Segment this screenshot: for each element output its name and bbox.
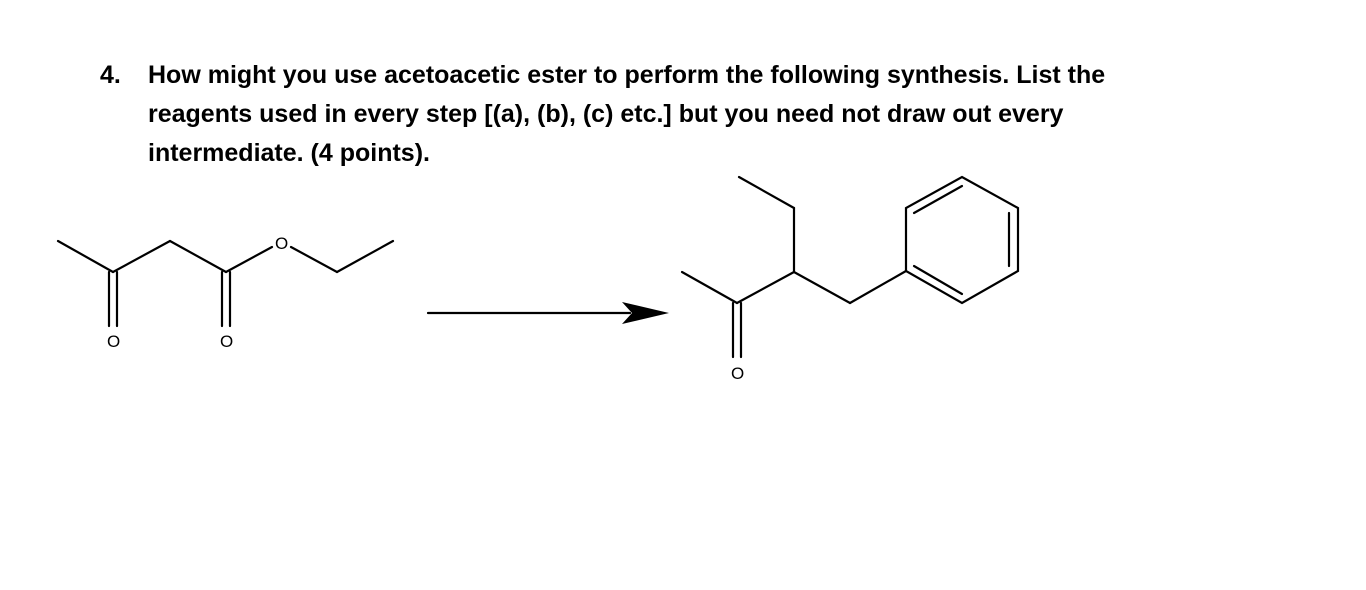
bond [224, 245, 274, 274]
question-block: 4. How might you use acetoacetic ester t… [100, 56, 1280, 173]
bond [735, 270, 796, 305]
atom-label-o: O [220, 332, 233, 351]
bond [335, 239, 395, 274]
atom-label-o: O [275, 234, 288, 253]
question-text: How might you use acetoacetic ester to p… [148, 61, 1106, 167]
bond [56, 239, 115, 274]
arrow-head [622, 302, 669, 324]
bond [792, 270, 852, 305]
aromatic-double-bond [912, 184, 964, 215]
bond [848, 269, 908, 305]
atom-label-o: O [731, 364, 744, 383]
atom-label-o: O [107, 332, 120, 351]
reaction-arrow [426, 302, 669, 324]
bond [168, 239, 228, 274]
aromatic-double-bond [912, 264, 964, 296]
bond [111, 239, 172, 274]
bond [680, 270, 739, 305]
benzene-ring [904, 175, 1020, 305]
reactant-structure: O O O [56, 234, 395, 351]
bond [289, 245, 339, 274]
product-structure: O [680, 175, 1020, 383]
bond [737, 175, 796, 210]
question-number: 4. [100, 61, 121, 89]
